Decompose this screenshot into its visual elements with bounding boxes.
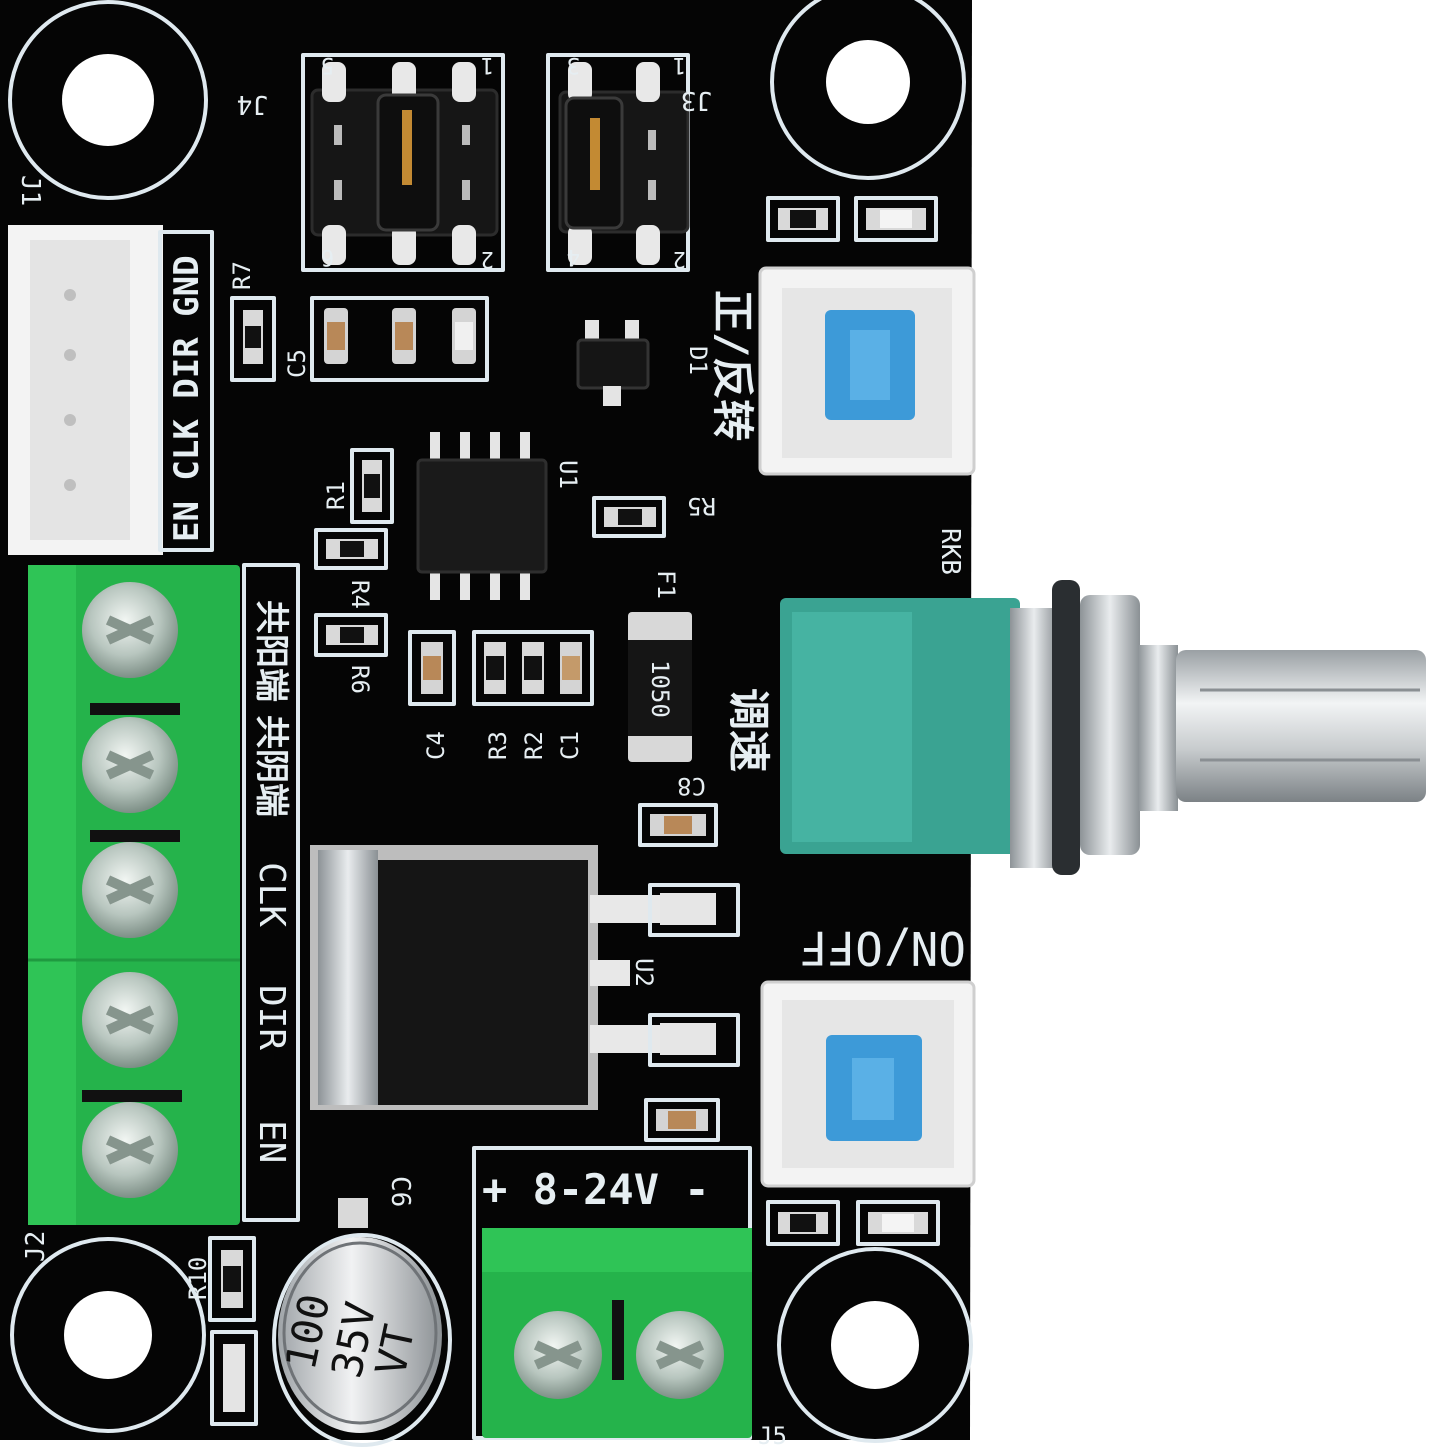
j4-pin-2: 2 <box>481 246 494 271</box>
j3-pin-3: 3 <box>567 52 580 77</box>
led-top-1 <box>766 196 840 242</box>
j4-pin-5: 5 <box>321 52 334 77</box>
j2-screw-4 <box>82 972 178 1068</box>
j4-pin-1: 1 <box>481 52 494 77</box>
j3-pin-2: 2 <box>673 246 686 271</box>
u1-ic <box>416 432 548 600</box>
fuse-marking: 1050 <box>646 660 674 718</box>
r4-resistor <box>314 528 388 570</box>
j2-screw-1 <box>82 582 178 678</box>
mounting-hole-top-right <box>770 0 966 180</box>
j4-pin-6: 6 <box>321 244 334 269</box>
label-c6: C6 <box>385 1176 415 1207</box>
label-f1: F1 <box>652 570 680 599</box>
j1-pin-labels: EN CLK DIR GND <box>167 255 207 542</box>
j2-label-frame <box>242 563 300 1222</box>
label-c1: C1 <box>556 731 584 760</box>
direction-label: 正/反转 <box>708 290 757 441</box>
j5-screw-2 <box>636 1311 724 1399</box>
d4-diode <box>210 1330 258 1426</box>
j2-screw-3 <box>82 842 178 938</box>
label-j5: J5 <box>758 1422 787 1448</box>
j3-pin-header <box>546 53 690 272</box>
power-switch-label: ON/OFF <box>800 921 966 975</box>
label-j1: J1 <box>15 175 45 206</box>
label-u1: U1 <box>554 460 582 489</box>
c4-capacitor <box>408 630 456 706</box>
r5-resistor <box>592 496 666 538</box>
j3-pin-4: 4 <box>567 244 580 269</box>
label-r3: R3 <box>484 731 512 760</box>
led-bottom-1 <box>766 1200 840 1246</box>
label-u2: U2 <box>630 958 658 987</box>
c3-capacitor <box>644 1098 720 1142</box>
label-j4: J4 <box>237 89 268 119</box>
label-r6: R6 <box>346 665 374 694</box>
label-j2: J2 <box>21 1231 51 1262</box>
c5-capacitor-group <box>310 296 489 382</box>
c8-capacitor <box>638 803 718 847</box>
label-r4: R4 <box>346 580 374 609</box>
c6-capacitor <box>272 1198 452 1447</box>
j2-screw-2 <box>82 717 178 813</box>
label-r5: R5 <box>687 492 716 520</box>
r1-resistor <box>350 448 394 524</box>
j5-screw-1 <box>514 1311 602 1399</box>
r10-resistor <box>208 1236 256 1322</box>
mounting-hole-bottom-right <box>777 1247 973 1443</box>
terminal-en: EN <box>251 1120 292 1163</box>
mounting-hole-bottom-left <box>10 1237 206 1433</box>
label-c4: C4 <box>422 731 450 760</box>
f1-fuse <box>628 612 692 762</box>
speed-label: 调速 <box>724 688 773 772</box>
label-c8: C8 <box>677 772 706 800</box>
direction-button[interactable] <box>758 266 976 476</box>
u2-regulator <box>310 845 740 1110</box>
led-bottom-2 <box>856 1200 940 1246</box>
label-j3: J3 <box>681 85 712 115</box>
label-c5: C5 <box>283 349 311 378</box>
j4-pin-header <box>301 53 505 272</box>
j3-pin-1: 1 <box>673 52 686 77</box>
r2-r3-c1-group <box>472 630 594 706</box>
led-top-2 <box>854 196 938 242</box>
label-r7: R7 <box>228 261 256 290</box>
speed-potentiometer[interactable] <box>780 580 1426 875</box>
d1-transistor <box>576 320 650 406</box>
r6-resistor <box>314 613 388 657</box>
label-r2: R2 <box>520 731 548 760</box>
r7-resistor <box>230 296 276 382</box>
label-r10: R10 <box>184 1257 212 1300</box>
j1-connector <box>8 225 214 555</box>
label-rkb: RKB <box>935 528 965 575</box>
terminal-common-anode: 共阳端 <box>251 600 291 702</box>
mounting-hole-top-left <box>8 0 208 200</box>
power-button[interactable] <box>760 980 976 1188</box>
capacitor-marking-line3: VT <box>366 1320 424 1380</box>
terminal-dir: DIR <box>251 985 292 1050</box>
power-input-label: + 8-24V - <box>482 1165 710 1214</box>
label-d1: D1 <box>684 346 712 375</box>
label-r1: R1 <box>322 481 350 510</box>
terminal-clk: CLK <box>251 862 292 927</box>
terminal-common-cathode: 共阴端 <box>251 715 291 817</box>
j2-screw-5 <box>82 1102 178 1198</box>
